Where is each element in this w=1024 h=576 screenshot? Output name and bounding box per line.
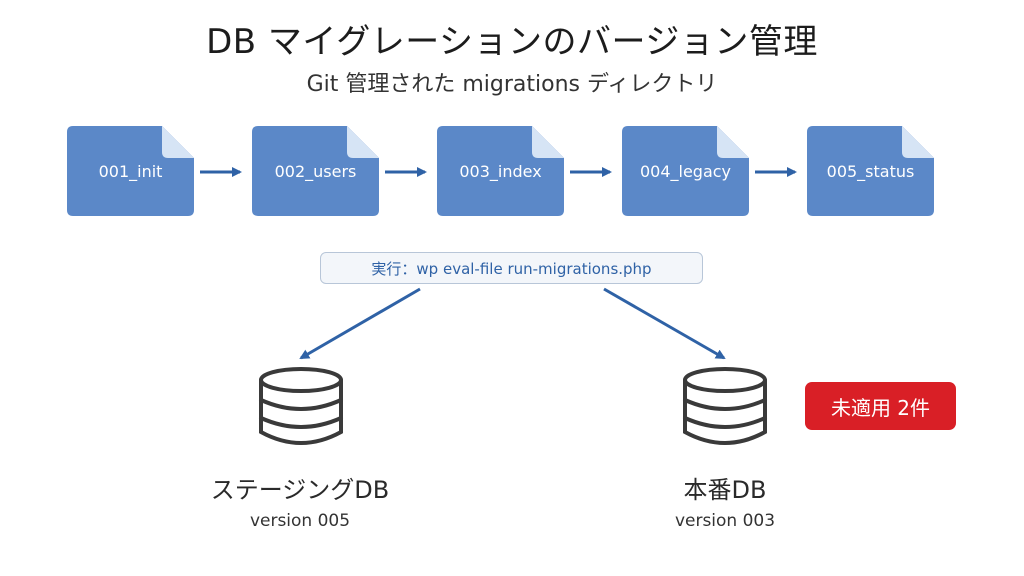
file-icon — [67, 126, 194, 216]
page-title: DB マイグレーションのバージョン管理 — [206, 22, 818, 62]
staging-db-version: version 005 — [249, 511, 351, 531]
migration-file-002: 002_users — [252, 126, 379, 216]
arrow-to-production — [603, 287, 726, 360]
file-icon — [437, 126, 564, 216]
staging-db-name: ステージングDB — [210, 476, 390, 504]
file-icon — [252, 126, 379, 216]
database-icon — [259, 367, 343, 445]
migration-file-label: 005_status — [826, 161, 915, 181]
migration-file-003: 003_index — [437, 126, 564, 216]
migration-file-label: 001_init — [98, 161, 163, 181]
migration-file-label: 004_legacy — [639, 161, 732, 181]
file-icon — [807, 126, 934, 216]
page-subtitle: Git 管理された migrations ディレクトリ — [306, 72, 718, 97]
pending-migrations-badge: 未適用 2件 — [805, 382, 956, 430]
migration-file-label: 002_users — [274, 161, 357, 181]
migration-file-004: 004_legacy — [622, 126, 749, 216]
production-db-name: 本番DB — [683, 476, 767, 504]
file-icon — [622, 126, 749, 216]
migration-file-005: 005_status — [807, 126, 934, 216]
database-icon — [683, 367, 767, 445]
arrow-to-staging — [299, 287, 421, 360]
production-db-version: version 003 — [674, 511, 776, 531]
run-command-box: 実行：wp eval-file run-migrations.php — [320, 252, 703, 284]
migration-file-label: 003_index — [459, 161, 542, 181]
migration-file-001: 001_init — [67, 126, 194, 216]
